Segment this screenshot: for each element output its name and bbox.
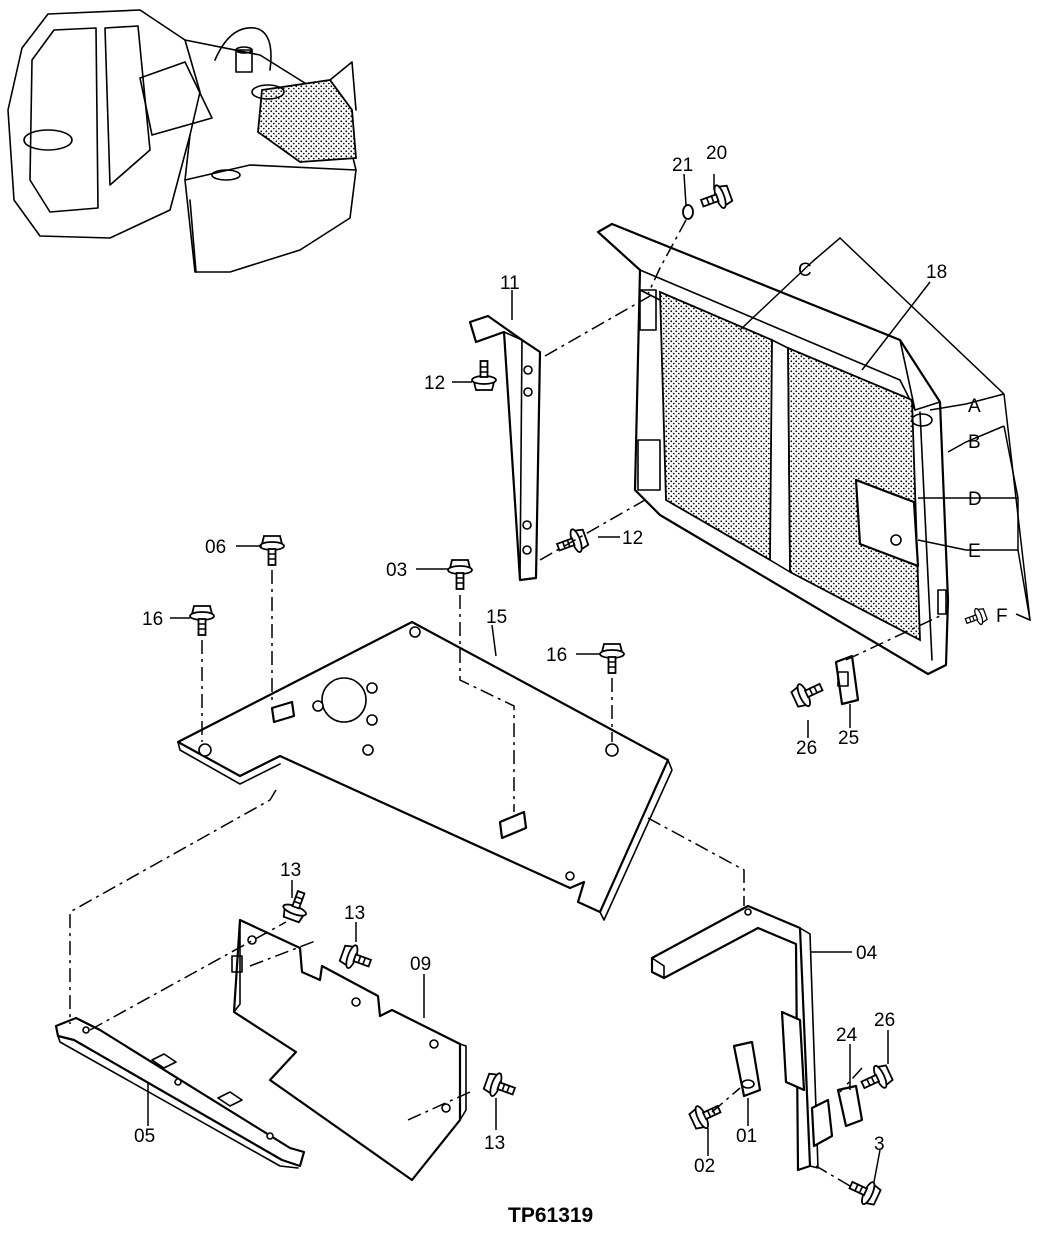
door-panel-18 bbox=[596, 222, 950, 676]
label-06: 06 bbox=[205, 537, 226, 558]
machine-overview bbox=[7, 9, 357, 273]
label-01: 01 bbox=[736, 1126, 757, 1147]
bolt-20 bbox=[697, 181, 735, 216]
label-E: E bbox=[968, 541, 981, 562]
bolt-13-b bbox=[337, 941, 375, 976]
bolt-F bbox=[962, 605, 989, 630]
label-04: 04 bbox=[856, 943, 878, 964]
clip-25 bbox=[834, 654, 860, 706]
bolt-02 bbox=[686, 1097, 726, 1134]
label-24: 24 bbox=[836, 1025, 858, 1046]
label-25: 25 bbox=[838, 728, 859, 749]
label-09: 09 bbox=[410, 954, 431, 975]
label-16-right: 16 bbox=[546, 645, 567, 666]
label-12-lower: 12 bbox=[622, 528, 643, 549]
label-C: C bbox=[798, 260, 812, 281]
figure-reference: TP61319 bbox=[508, 1204, 593, 1227]
label-D: D bbox=[968, 489, 982, 510]
bracket-01 bbox=[732, 1040, 762, 1098]
label-16-left: 16 bbox=[142, 609, 163, 630]
bolt-16-left bbox=[189, 605, 215, 636]
label-13-a: 13 bbox=[280, 860, 301, 881]
bolt-06 bbox=[259, 535, 285, 566]
bolt-03 bbox=[447, 559, 473, 590]
cover-plate-E bbox=[854, 478, 920, 568]
washer-21 bbox=[682, 204, 694, 220]
label-20: 20 bbox=[706, 143, 727, 164]
bolt-3 bbox=[844, 1173, 884, 1210]
label-05: 05 bbox=[134, 1126, 155, 1147]
label-F: F bbox=[996, 606, 1008, 627]
bolt-13-c bbox=[481, 1069, 519, 1104]
label-11: 11 bbox=[500, 273, 520, 294]
bolt-13-a bbox=[279, 887, 314, 925]
bracket-04 bbox=[650, 904, 834, 1172]
label-13-c: 13 bbox=[484, 1133, 505, 1154]
bracket-11 bbox=[468, 314, 542, 582]
label-12-upper: 12 bbox=[424, 373, 445, 394]
plate-15 bbox=[176, 620, 673, 921]
part-labels: 11 12 12 06 03 16 15 16 21 20 C 18 A B D… bbox=[134, 143, 1008, 1227]
leader-lines bbox=[147, 173, 1031, 1183]
clip-24 bbox=[836, 1084, 864, 1128]
bolt-16-right bbox=[599, 643, 625, 674]
label-02: 02 bbox=[694, 1156, 715, 1177]
label-18: 18 bbox=[926, 262, 947, 283]
label-21: 21 bbox=[672, 155, 693, 176]
label-26-upper: 26 bbox=[796, 738, 817, 759]
bolt-12-upper bbox=[471, 360, 497, 391]
label-26-lower: 26 bbox=[874, 1010, 895, 1031]
label-A: A bbox=[968, 396, 981, 417]
assembly-lines bbox=[69, 219, 941, 1187]
label-3: 3 bbox=[874, 1134, 885, 1155]
label-13-b: 13 bbox=[344, 903, 365, 924]
label-B: B bbox=[968, 432, 981, 453]
bracket-05 bbox=[54, 1016, 306, 1169]
bolt-26-lower bbox=[856, 1060, 896, 1097]
label-15: 15 bbox=[486, 607, 507, 628]
plate-09 bbox=[231, 918, 467, 1182]
label-03: 03 bbox=[386, 560, 407, 581]
bolt-26-upper bbox=[788, 675, 828, 712]
